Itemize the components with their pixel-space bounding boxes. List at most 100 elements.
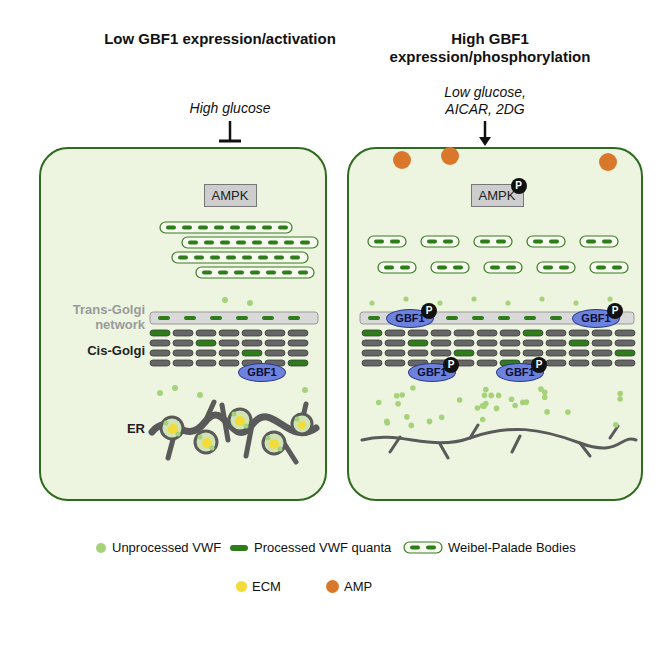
golgi-cisterna bbox=[362, 350, 382, 356]
vwf-quanta bbox=[178, 256, 188, 260]
golgi-cisterna bbox=[219, 330, 239, 336]
repeated-organelles bbox=[150, 222, 635, 428]
weibel-palade-body bbox=[431, 262, 469, 273]
wpb-legend-icon bbox=[404, 542, 442, 553]
arrow-head bbox=[479, 137, 491, 146]
vwf-quanta bbox=[384, 266, 394, 270]
vwf-quanta bbox=[262, 226, 272, 230]
unprocessed-vwf bbox=[494, 406, 500, 412]
legend-text: Unprocessed VWF bbox=[112, 540, 221, 555]
weibel-palade-body bbox=[421, 236, 459, 247]
vwf-quanta bbox=[374, 240, 384, 244]
golgi-cisterna bbox=[173, 360, 193, 366]
phospho-badge: P bbox=[511, 178, 527, 194]
golgi-cisterna bbox=[477, 330, 497, 336]
vwf-quanta bbox=[158, 316, 170, 320]
vwf-quanta bbox=[246, 226, 256, 230]
golgi-cisterna bbox=[150, 350, 170, 356]
vwf-quanta bbox=[300, 241, 310, 245]
golgi-cisterna bbox=[569, 330, 589, 336]
golgi-cisterna bbox=[615, 360, 635, 366]
unprocessed-vwf bbox=[496, 393, 502, 399]
golgi-cisterna bbox=[569, 360, 589, 366]
trans-golgi-bar bbox=[360, 312, 634, 324]
node-label: GBF1 bbox=[581, 312, 610, 324]
golgi-cisterna bbox=[196, 360, 216, 366]
golgi-cisterna bbox=[546, 350, 566, 356]
weibel-palade-body bbox=[378, 262, 416, 273]
unprocessed-vwf-dots bbox=[157, 297, 308, 452]
golgi-cisterna bbox=[523, 350, 543, 356]
vwf-quanta bbox=[210, 256, 220, 260]
golgi-cisterna bbox=[477, 350, 497, 356]
golgi-cisterna bbox=[615, 340, 635, 346]
vwf-quanta bbox=[226, 256, 236, 260]
phospho-badge: P bbox=[607, 303, 623, 319]
weibel-palade-body bbox=[182, 237, 318, 248]
weibel-palade-body bbox=[368, 236, 406, 247]
unprocessed-vwf bbox=[542, 390, 548, 396]
golgi-cisterna bbox=[546, 360, 566, 366]
golgi-cisterna bbox=[592, 340, 612, 346]
vwf-quanta bbox=[194, 256, 204, 260]
vwf-quanta bbox=[214, 226, 224, 230]
unprocessed-vwf bbox=[483, 401, 489, 407]
golgi-cisterna bbox=[242, 330, 262, 336]
unprocessed-vwf bbox=[617, 391, 623, 397]
unprocessed-vwf bbox=[471, 296, 476, 301]
golgi-cisterna bbox=[408, 330, 428, 336]
vwf-quanta bbox=[230, 226, 240, 230]
golgi-cisterna bbox=[196, 340, 216, 346]
vwf-quanta bbox=[586, 240, 596, 244]
weibel-palade-body bbox=[527, 236, 565, 247]
golgi-cisterna bbox=[265, 350, 285, 356]
golgi-cisterna bbox=[265, 340, 285, 346]
vwf-quanta bbox=[218, 271, 228, 275]
unprocessed-vwf bbox=[617, 396, 623, 402]
golgi-cisterna bbox=[150, 340, 170, 346]
unprocessed-vwf bbox=[607, 296, 612, 301]
unprocessed-vwf bbox=[404, 414, 410, 420]
golgi-cisterna bbox=[431, 340, 451, 346]
unprocessed-vwf bbox=[399, 392, 405, 398]
cell-outline bbox=[40, 148, 326, 500]
ampk-node: AMPK bbox=[204, 184, 257, 207]
unprocessed-vwf bbox=[427, 419, 433, 425]
vwf-quanta bbox=[290, 256, 300, 260]
golgi-cisterna bbox=[454, 330, 474, 336]
golgi-cisterna bbox=[454, 350, 474, 356]
unprocessed-vwf bbox=[488, 393, 494, 399]
weibel-palade-body bbox=[474, 236, 512, 247]
gbf1-node: GBF1P bbox=[572, 309, 620, 328]
vwf-quanta bbox=[453, 266, 463, 270]
vwf-quanta bbox=[204, 241, 214, 245]
unprocessed-vwf bbox=[505, 300, 510, 305]
vwf-quanta bbox=[443, 240, 453, 244]
node-label: GBF1 bbox=[247, 366, 276, 378]
golgi-cisterna bbox=[385, 330, 405, 336]
weibel-palade-body bbox=[590, 262, 628, 273]
golgi-cisterna bbox=[196, 330, 216, 336]
unprocessed-vwf bbox=[395, 401, 401, 407]
legend-swatch bbox=[326, 580, 339, 593]
unprocessed-vwf bbox=[483, 387, 489, 393]
golgi-cisterna bbox=[592, 330, 612, 336]
cell-panel: High GBF1 expression/phosphorylationLow … bbox=[348, 148, 642, 500]
golgi-cisterna bbox=[408, 340, 428, 346]
unprocessed-vwf bbox=[384, 420, 390, 426]
stimulus-label: High glucose bbox=[150, 100, 310, 117]
golgi-cisterna bbox=[219, 340, 239, 346]
vwf-quanta bbox=[490, 266, 500, 270]
golgi-cisterna bbox=[431, 330, 451, 336]
unprocessed-vwf bbox=[457, 397, 463, 403]
panel-title: High GBF1 expression/phosphorylation bbox=[360, 30, 620, 66]
vwf-quanta bbox=[368, 316, 380, 320]
golgi-cisterna bbox=[173, 340, 193, 346]
golgi-cisterna bbox=[150, 330, 170, 336]
golgi-cisterna bbox=[523, 340, 543, 346]
cell-panel: Low GBF1 expression/activationHigh gluco… bbox=[40, 148, 326, 500]
vwf-quanta bbox=[446, 316, 458, 320]
unprocessed-vwf bbox=[544, 409, 550, 415]
unprocessed-vwf bbox=[512, 403, 518, 409]
er-network bbox=[152, 402, 316, 462]
